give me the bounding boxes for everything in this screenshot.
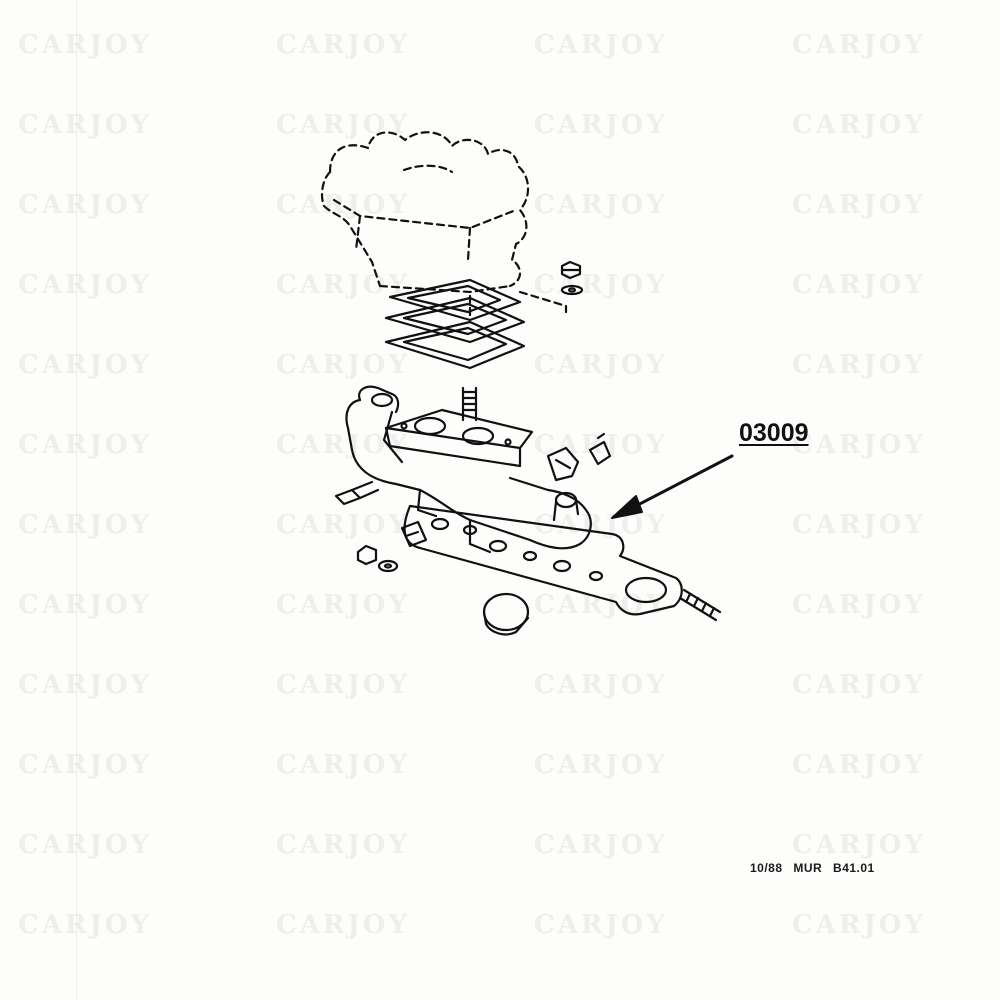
- watermark-text: CARJOY: [792, 910, 926, 940]
- watermark-text: CARJOY: [792, 270, 926, 300]
- heater-fittings: [546, 432, 612, 482]
- callout-arrow: [611, 454, 734, 519]
- drawing-reference: 10/88 MUR B41.01: [750, 861, 875, 875]
- nut-and-washer-bottom: [356, 544, 399, 573]
- manifold-stud: [678, 588, 722, 622]
- left-fitting: [334, 480, 380, 506]
- watermark-text: CARJOY: [276, 510, 410, 540]
- watermark-text: CARJOY: [792, 670, 926, 700]
- watermark-text: CARJOY: [534, 190, 668, 220]
- watermark-text: CARJOY: [534, 30, 668, 60]
- watermark-text: CARJOY: [276, 30, 410, 60]
- watermark-text: CARJOY: [276, 270, 410, 300]
- watermark-text: CARJOY: [534, 510, 668, 540]
- watermark-text: CARJOY: [276, 750, 410, 780]
- watermark-text: CARJOY: [18, 750, 152, 780]
- inlet-manifold: [345, 385, 592, 554]
- watermark-text: CARJOY: [792, 430, 926, 460]
- watermark-text: CARJOY: [792, 30, 926, 60]
- watermark-text: CARJOY: [534, 910, 668, 940]
- watermark-text: CARJOY: [276, 190, 410, 220]
- watermark-text: CARJOY: [18, 910, 152, 940]
- watermark-text: CARJOY: [792, 750, 926, 780]
- core-plug: [482, 592, 530, 636]
- watermark-text: CARJOY: [534, 590, 668, 620]
- watermark-text: CARJOY: [534, 750, 668, 780]
- watermark-text: CARJOY: [792, 190, 926, 220]
- watermark-text: CARJOY: [276, 910, 410, 940]
- watermark-text: CARJOY: [792, 510, 926, 540]
- watermark-text: CARJOY: [792, 350, 926, 380]
- watermark-text: CARJOY: [18, 270, 152, 300]
- carburettor-gaskets: [384, 278, 526, 370]
- watermark-text: CARJOY: [276, 590, 410, 620]
- watermark-text: CARJOY: [534, 110, 668, 140]
- watermark-text: CARJOY: [792, 590, 926, 620]
- watermark-text: CARJOY: [18, 430, 152, 460]
- watermark-text: CARJOY: [276, 670, 410, 700]
- watermark-text: CARJOY: [534, 270, 668, 300]
- watermark-text: CARJOY: [18, 590, 152, 620]
- watermark-text: CARJOY: [18, 830, 152, 860]
- part-number-label: 03009: [739, 419, 809, 447]
- watermark-text: CARJOY: [18, 510, 152, 540]
- watermark-text: CARJOY: [18, 110, 152, 140]
- watermark-text: CARJOY: [18, 30, 152, 60]
- watermark-text: CARJOY: [276, 830, 410, 860]
- watermark-text: CARJOY: [534, 830, 668, 860]
- watermark-text: CARJOY: [276, 350, 410, 380]
- watermark-text: CARJOY: [18, 670, 152, 700]
- manifold-gasket: [403, 504, 683, 616]
- nut-and-washer-top: [560, 260, 584, 296]
- page-fold-line: [76, 0, 77, 1000]
- watermark-text: CARJOY: [276, 110, 410, 140]
- watermark-text: CARJOY: [792, 830, 926, 860]
- watermark-text: CARJOY: [792, 110, 926, 140]
- watermark-text: CARJOY: [534, 670, 668, 700]
- watermark-text: CARJOY: [18, 350, 152, 380]
- lower-fitting: [400, 520, 428, 548]
- carburettor-outline: [320, 131, 568, 320]
- watermark-text: CARJOY: [18, 190, 152, 220]
- watermark-text: CARJOY: [534, 350, 668, 380]
